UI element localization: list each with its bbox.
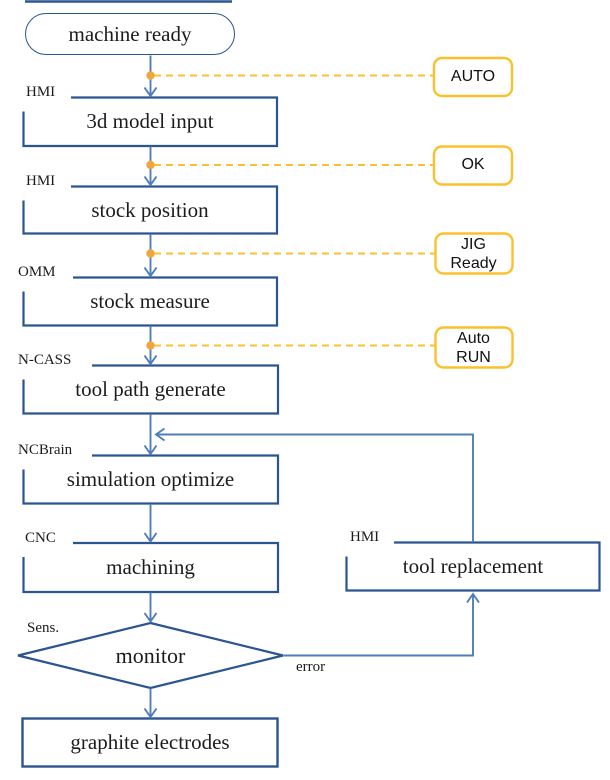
node-stock-position: stock position bbox=[91, 198, 209, 222]
signal-jig-line2: Ready bbox=[450, 255, 497, 272]
node-simulation-tag: NCBrain bbox=[18, 442, 73, 458]
node-graphite: graphite electrodes bbox=[70, 730, 230, 754]
node-stock-measure: stock measure bbox=[90, 289, 210, 313]
tool-replacement-box-outline bbox=[345, 541, 601, 592]
signal-junction-dot bbox=[146, 160, 155, 170]
node-tool-replacement-tag: HMI bbox=[350, 529, 380, 545]
arrow-machining-to-monitor bbox=[143, 592, 158, 624]
node-monitor: monitor bbox=[115, 643, 186, 668]
node-model-input-tag: HMI bbox=[26, 84, 56, 100]
signal-jig-box-outline bbox=[434, 232, 514, 275]
signal-jig-line1: JIG bbox=[461, 236, 486, 253]
signal-ok-label: OK bbox=[461, 156, 485, 173]
arrow-tool-replacement-return bbox=[154, 427, 474, 542]
node-tool-path: tool path generate bbox=[75, 377, 226, 401]
signal-ok-box-outline bbox=[432, 145, 514, 186]
simulation-box-outline bbox=[22, 454, 280, 505]
node-machine-ready: machine ready bbox=[68, 22, 192, 46]
graphite-box-outline bbox=[21, 717, 279, 768]
signal-autorun-line2: RUN bbox=[456, 349, 491, 366]
stock-measure-box-outline bbox=[22, 276, 279, 327]
monitor-diamond-outline bbox=[17, 621, 284, 690]
flow-arrows bbox=[143, 55, 480, 719]
machining-box-outline bbox=[22, 541, 280, 594]
signal-autorun-line1: Auto bbox=[457, 330, 490, 347]
node-machining: machining bbox=[106, 555, 195, 579]
tool-path-box-outline bbox=[22, 364, 280, 415]
node-tool-replacement: tool replacement bbox=[402, 554, 544, 578]
stock-position-box-outline bbox=[22, 185, 279, 235]
signal-lines bbox=[146, 71, 435, 350]
arrow-toolpath-to-simulation bbox=[143, 414, 158, 456]
arrow-monitor-to-graphite bbox=[143, 688, 158, 719]
node-machining-tag: CNC bbox=[25, 530, 56, 546]
arrow-simulation-to-machining bbox=[143, 504, 158, 544]
signal-junction-dot bbox=[146, 249, 155, 258]
signal-junction-dot bbox=[146, 71, 155, 80]
node-monitor-tag: Sens. bbox=[27, 620, 60, 636]
signal-auto-label: AUTO bbox=[450, 68, 496, 85]
signal-autorun-box-outline bbox=[434, 326, 514, 369]
node-model-input: 3d model input bbox=[86, 109, 214, 133]
node-simulation: simulation optimize bbox=[66, 467, 235, 491]
signal-junction-dot bbox=[146, 341, 155, 350]
arrow-error-to-tool-replacement bbox=[283, 592, 480, 657]
signal-autorun-label: Auto RUN bbox=[435, 329, 512, 367]
error-edge-label: error bbox=[296, 659, 326, 675]
machine-ready-outline bbox=[25, 13, 235, 55]
node-stock-measure-tag: OMM bbox=[18, 264, 56, 280]
model-input-box-outline bbox=[22, 96, 279, 148]
node-tool-path-tag: N-CASS bbox=[18, 352, 72, 368]
signal-auto-box-outline bbox=[432, 56, 514, 98]
node-stock-position-tag: HMI bbox=[26, 173, 56, 189]
signal-jig-label: JIG Ready bbox=[435, 235, 512, 273]
